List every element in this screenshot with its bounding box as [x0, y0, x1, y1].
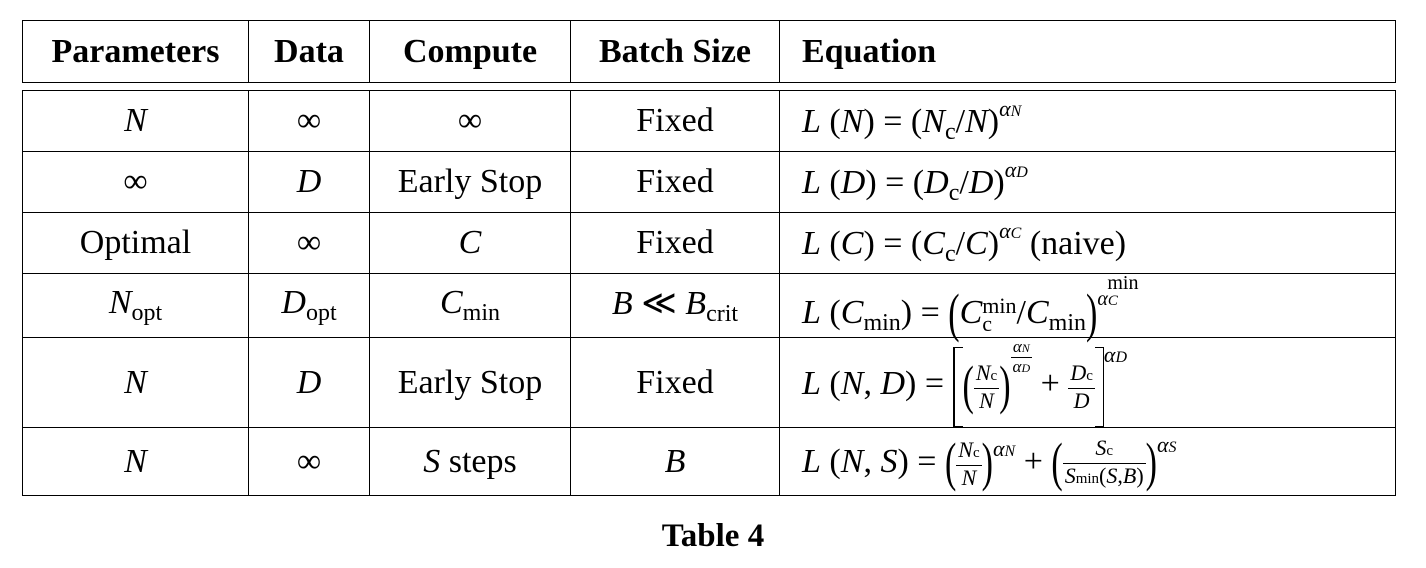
cell-data: ∞ — [248, 212, 370, 274]
cell-batch: B — [570, 427, 780, 496]
header-row: Parameters Data Compute Batch Size Equat… — [22, 20, 1396, 83]
scaling-laws-table: Parameters Data Compute Batch Size Equat… — [22, 20, 1396, 496]
cell-parameters: N — [22, 90, 249, 152]
cell-compute: Early Stop — [369, 337, 571, 428]
cell-batch: Fixed — [570, 212, 780, 274]
header-equation: Equation — [779, 20, 1396, 83]
cell-parameters: N — [22, 427, 249, 496]
table-row: ∞ D Early Stop Fixed L (D) = (Dc/D)αD — [22, 151, 1396, 213]
cell-batch: Fixed — [570, 151, 780, 213]
naive-label: (naive) — [1029, 225, 1127, 262]
cell-batch: B ≪ Bcrit — [570, 273, 780, 338]
cell-equation: L (N) = (Nc/N)αN — [779, 90, 1396, 152]
cell-parameters: Optimal — [22, 212, 249, 274]
table-row: N ∞ ∞ Fixed L (N) = (Nc/N)αN — [22, 90, 1396, 152]
cell-parameters: N — [22, 337, 249, 428]
header-gap — [22, 82, 1396, 91]
cell-compute: S steps — [369, 427, 571, 496]
cell-data: D — [248, 151, 370, 213]
cell-compute: Cmin — [369, 273, 571, 338]
header-compute: Compute — [369, 20, 571, 83]
table-caption: Table 4 — [661, 518, 765, 554]
cell-data: ∞ — [248, 427, 370, 496]
cell-compute: Early Stop — [369, 151, 571, 213]
steps-label: steps — [448, 442, 517, 480]
equation-1: L (N) = (Nc/N)αN — [802, 96, 1022, 145]
cell-equation: L (D) = (Dc/D)αD — [779, 151, 1396, 213]
cell-parameters: ∞ — [22, 151, 249, 213]
table-row: Optimal ∞ C Fixed L (C) = (Cc/C)αC (naiv… — [22, 212, 1396, 274]
equation-2: L (D) = (Dc/D)αD — [802, 157, 1028, 206]
cell-parameters: Nopt — [22, 273, 249, 338]
cell-data: Dopt — [248, 273, 370, 338]
cell-equation: L (C) = (Cc/C)αC (naive) — [779, 212, 1396, 274]
cell-data: ∞ — [248, 90, 370, 152]
cell-batch: Fixed — [570, 90, 780, 152]
equation-3: L (C) = (Cc/C)αC (naive) — [802, 218, 1127, 267]
cell-batch: Fixed — [570, 337, 780, 428]
cell-compute: C — [369, 212, 571, 274]
header-data: Data — [248, 20, 370, 83]
header-batch-size: Batch Size — [570, 20, 780, 83]
header-parameters: Parameters — [22, 20, 249, 83]
cell-data: D — [248, 337, 370, 428]
cell-compute: ∞ — [369, 90, 571, 152]
